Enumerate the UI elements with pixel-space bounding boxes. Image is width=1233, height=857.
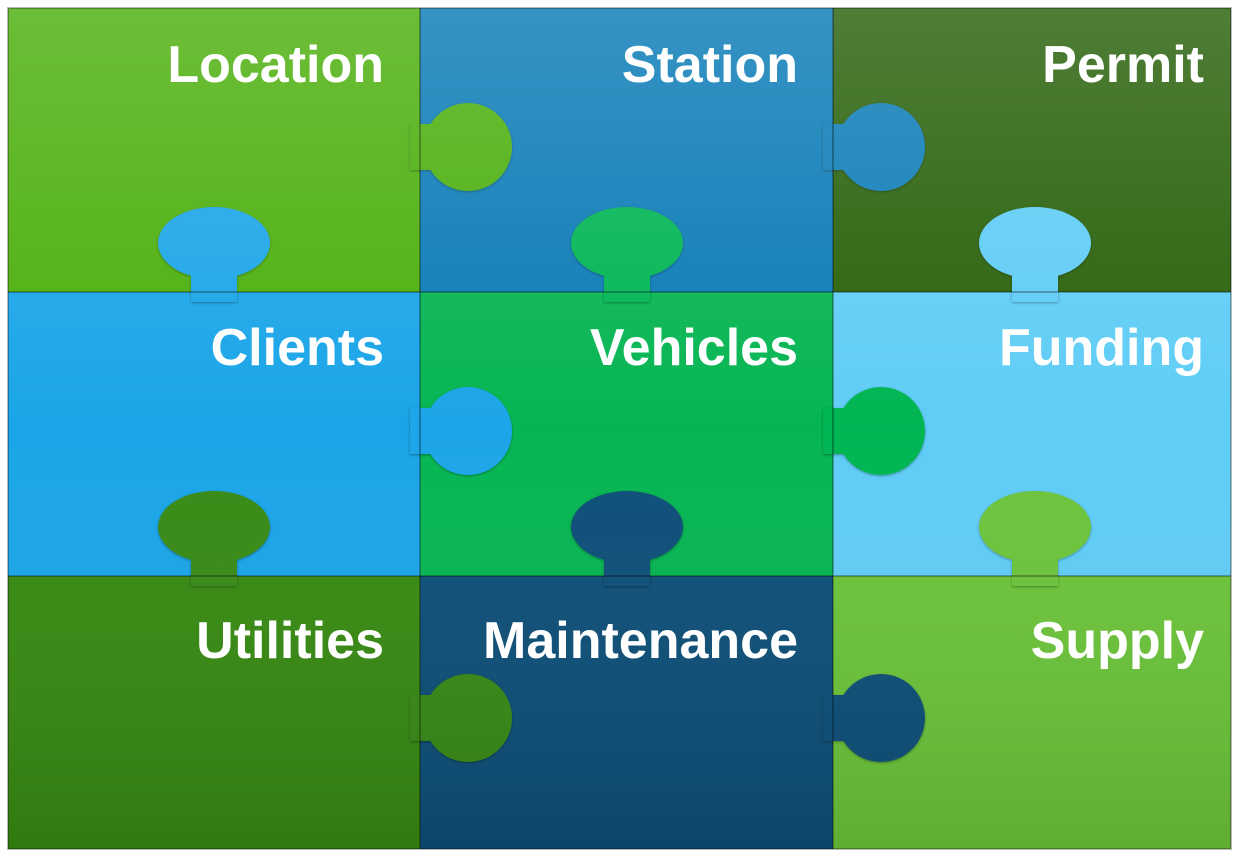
label-vehicles: Vehicles	[590, 319, 798, 377]
puzzle-shine-overlay	[8, 8, 1231, 849]
puzzle-seams	[7, 7, 1232, 850]
label-utilities: Utilities	[196, 612, 384, 670]
label-funding: Funding	[999, 319, 1204, 377]
label-station: Station	[622, 36, 798, 94]
label-permit: Permit	[1042, 36, 1204, 94]
label-location: Location	[167, 36, 384, 94]
label-maintenance: Maintenance	[483, 612, 798, 670]
label-supply: Supply	[1031, 612, 1204, 670]
label-clients: Clients	[211, 319, 384, 377]
